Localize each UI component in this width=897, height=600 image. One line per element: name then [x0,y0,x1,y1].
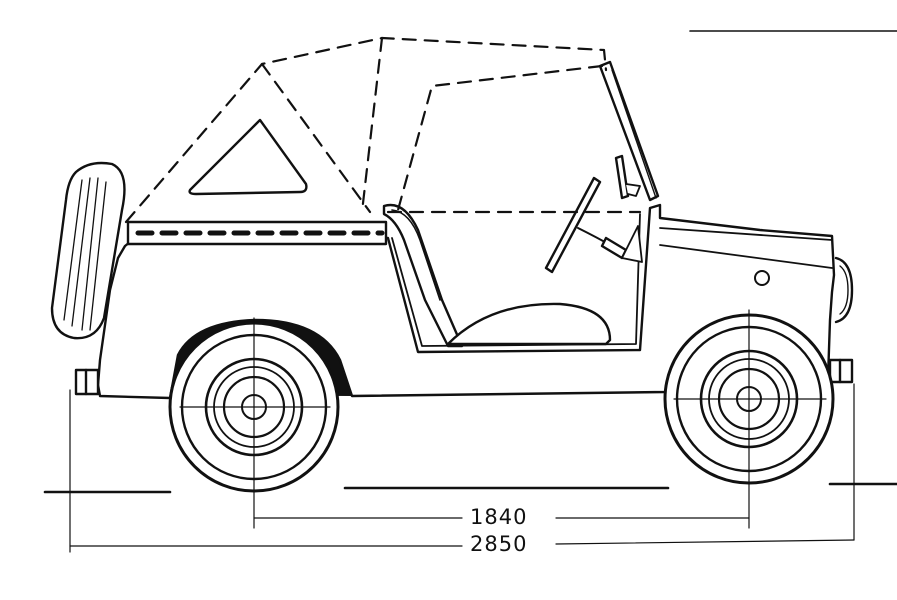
seat-cushion [446,302,612,346]
rear-bumper [74,368,100,396]
spare-tire [50,161,126,340]
ground-line [43,482,897,494]
overall-length-dimension-label: 2850 [466,533,532,555]
extension-lines [69,383,855,553]
windshield-frame [598,60,660,202]
rear-view-mirror [614,154,630,200]
hood-emblem [754,270,770,286]
overall-length-dimension-line [69,539,855,547]
wheelbase-dimension-label: 1840 [466,506,532,528]
soft-top-outline [124,36,642,224]
steering-wheel [544,176,628,274]
headlamp [834,256,854,324]
hood-lines [659,227,833,269]
axle-center-lines [179,309,827,529]
front-bumper [828,358,854,384]
side-window [188,118,308,196]
